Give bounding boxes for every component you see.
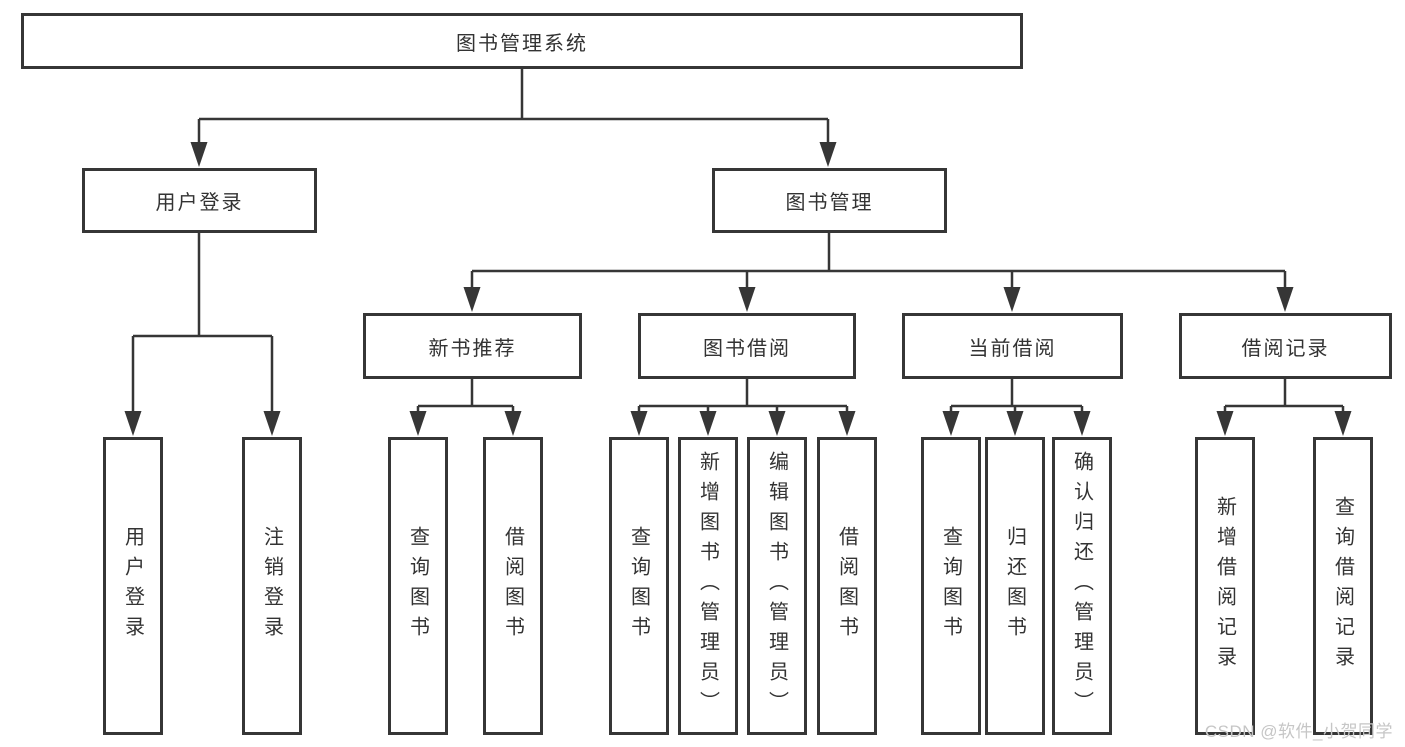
node-label: 新增借阅记录 — [1213, 496, 1236, 676]
node-label: 借阅图书 — [835, 526, 858, 646]
node-borrowing-records: 借阅记录 — [1179, 313, 1392, 379]
node-label: 借阅记录 — [1241, 337, 1330, 360]
leaf-query-borrow-record: 查询借阅记录 — [1313, 437, 1373, 735]
node-label: 用户登录 — [155, 192, 244, 214]
node-label: 新书推荐 — [428, 337, 517, 360]
leaf-query-books-borrowing: 查询图书 — [609, 437, 669, 735]
node-label: 用户登录 — [121, 526, 144, 646]
node-label: 查询图书 — [627, 526, 650, 646]
edge-root-to-level2 — [197, 69, 830, 143]
leaf-return-books: 归还图书 — [985, 437, 1045, 735]
node-book-borrowing: 图书借阅 — [638, 313, 856, 379]
leaf-edit-book-admin: 编辑图书（管理员） — [747, 437, 807, 735]
leaf-query-books-current: 查询图书 — [921, 437, 981, 735]
leaf-add-book-admin: 新增图书（管理员） — [678, 437, 738, 735]
edge-new-book-recommendation-group — [416, 379, 515, 412]
node-label: 确认归还（管理员） — [1070, 451, 1093, 721]
node-label: 借阅图书 — [501, 526, 524, 646]
node-label: 编辑图书（管理员） — [765, 451, 788, 721]
node-book-management: 图书管理 — [712, 168, 947, 233]
node-label: 归还图书 — [1003, 526, 1026, 646]
node-label: 查询图书 — [406, 526, 429, 646]
edge-current-borrowing-group — [949, 379, 1084, 412]
leaf-add-borrow-record: 新增借阅记录 — [1195, 437, 1255, 735]
leaf-borrow-books-recommendation: 借阅图书 — [483, 437, 543, 735]
leaf-borrow-books-borrowing: 借阅图书 — [817, 437, 877, 735]
edge-user-login-group — [131, 233, 274, 412]
leaf-confirm-return-admin: 确认归还（管理员） — [1052, 437, 1112, 735]
node-label: 新增图书（管理员） — [696, 451, 719, 721]
node-label: 图书管理系统 — [456, 32, 588, 55]
node-label: 注销登录 — [260, 526, 283, 646]
node-new-book-recommendation: 新书推荐 — [363, 313, 582, 379]
watermark: CSDN @软件_小贺同学 — [1204, 722, 1393, 741]
edge-book-borrowing-group — [637, 379, 849, 412]
edge-book-management-to-level3 — [470, 233, 1287, 288]
node-label: 查询图书 — [939, 526, 962, 646]
node-user-login: 用户登录 — [82, 168, 317, 233]
leaf-user-login: 用户登录 — [103, 437, 163, 735]
node-library-management-system: 图书管理系统 — [21, 13, 1023, 69]
node-label: 图书借阅 — [703, 337, 791, 360]
leaf-logout: 注销登录 — [242, 437, 302, 735]
edge-borrowing-records-group — [1223, 379, 1345, 412]
node-current-borrowing: 当前借阅 — [902, 313, 1123, 379]
node-label: 当前借阅 — [968, 337, 1057, 360]
leaf-query-books-recommendation: 查询图书 — [388, 437, 448, 735]
node-label: 查询借阅记录 — [1331, 496, 1354, 676]
node-label: 图书管理 — [785, 192, 874, 214]
